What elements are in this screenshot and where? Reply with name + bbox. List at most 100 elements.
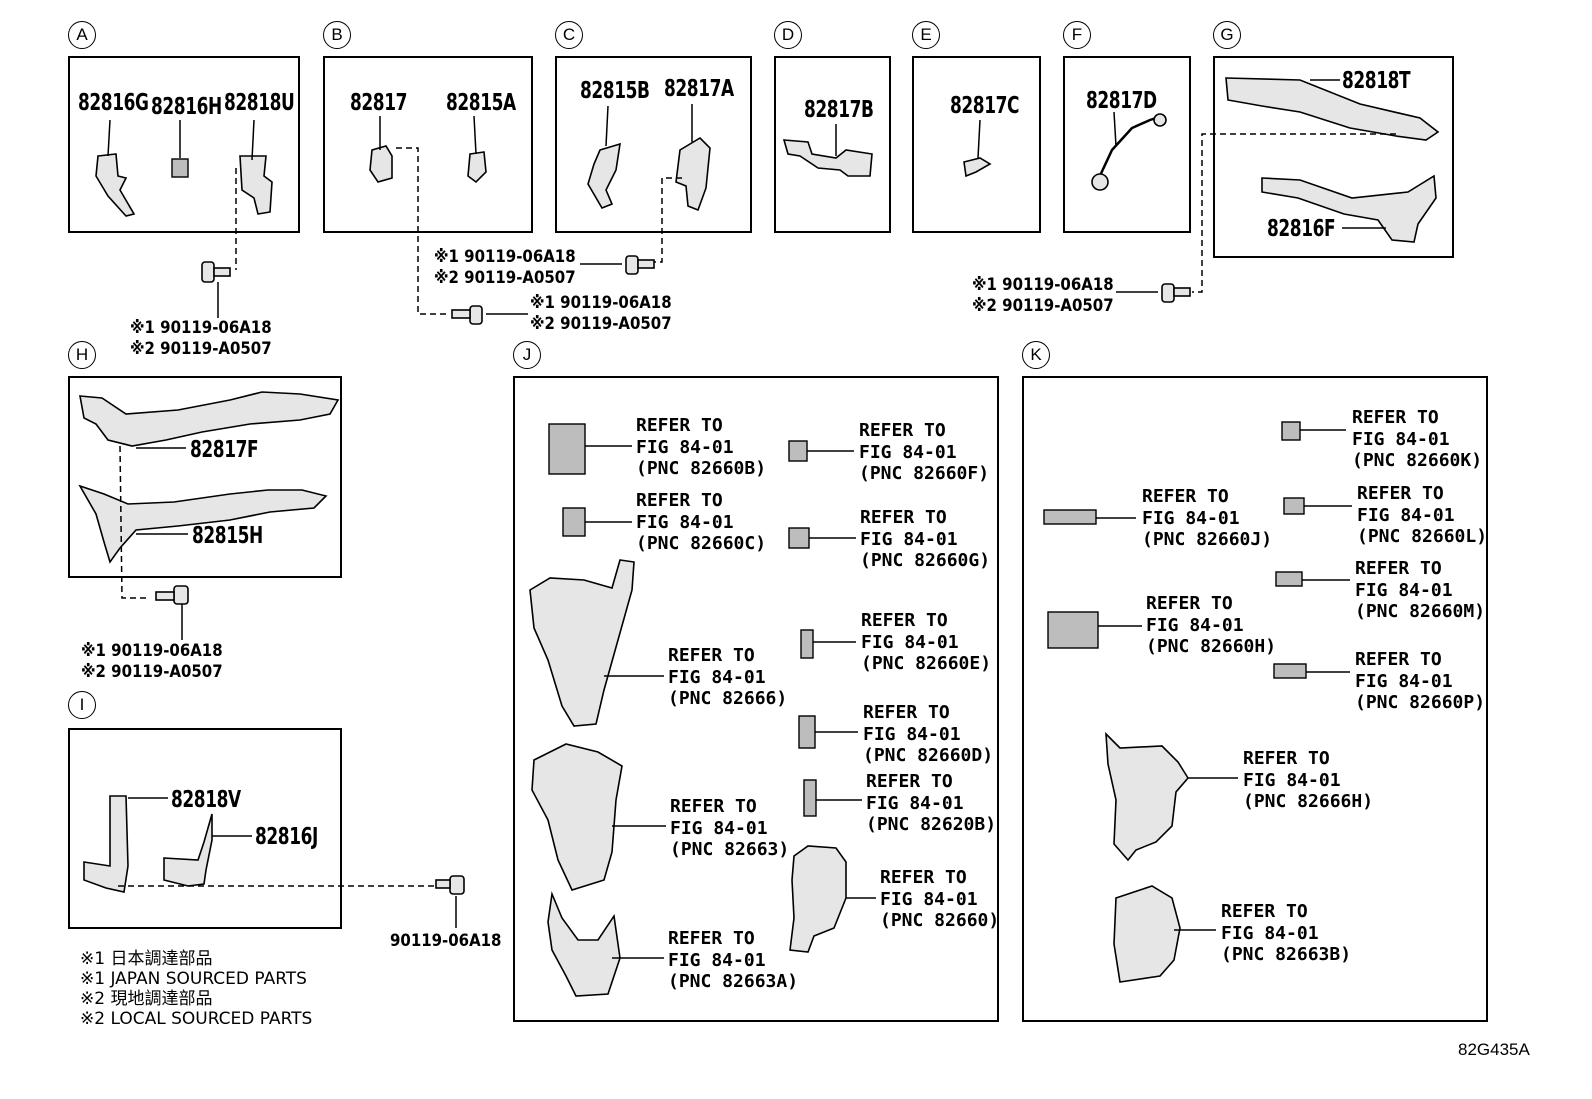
section-h-box — [68, 376, 342, 578]
ref-82660f: REFER TO FIG 84-01 (PNC 82660F) — [859, 420, 990, 484]
block-82663a-shape — [547, 891, 621, 997]
fuse-82660j-shape — [1043, 509, 1097, 525]
fuse-82660e-shape — [800, 629, 814, 659]
ref-82660d: REFER TO FIG 84-01 (PNC 82660D) — [863, 702, 994, 766]
block-82663b-shape — [1113, 885, 1181, 983]
bolt-i — [435, 875, 465, 895]
section-j-box — [513, 376, 999, 1022]
section-j-marker: J — [513, 341, 541, 369]
note-japan-sourced-en: ※1 JAPAN SOURCED PARTS — [80, 969, 307, 989]
ref-82660e: REFER TO FIG 84-01 (PNC 82660E) — [861, 610, 992, 674]
bolt-h — [155, 585, 189, 605]
ref-82663: REFER TO FIG 84-01 (PNC 82663) — [670, 796, 790, 860]
ref-82663a: REFER TO FIG 84-01 (PNC 82663A) — [668, 928, 799, 992]
relay-82660l-shape — [1283, 497, 1305, 515]
note-japan-sourced-jp: ※1 日本調達部品 — [80, 949, 213, 969]
bracket-82817b-shape — [782, 139, 873, 177]
fastener-callout-h: ※1 90119-06A18 ※2 90119-A0507 — [81, 641, 223, 682]
bolt-a — [201, 261, 231, 283]
member-82817f-shape — [79, 391, 340, 447]
part-number-82818v: 82818V — [171, 787, 241, 813]
ref-82660p: REFER TO FIG 84-01 (PNC 82660P) — [1355, 649, 1486, 713]
part-number-82815a: 82815A — [446, 90, 516, 116]
section-e-box — [912, 56, 1041, 233]
part-number-82816g: 82816G — [78, 90, 149, 116]
section-e-marker: E — [912, 21, 940, 49]
bracket-82815b-shape — [587, 142, 621, 209]
member-82818t-shape — [1225, 77, 1440, 141]
section-b-marker: B — [323, 21, 351, 49]
fastener-callout-c: ※1 90119-06A18 ※2 90119-A0507 — [434, 247, 576, 288]
bolt-b — [451, 305, 483, 325]
ref-82660h: REFER TO FIG 84-01 (PNC 82660H) — [1146, 593, 1277, 657]
section-b-box — [323, 56, 533, 233]
bracket-82816g-shape — [95, 153, 136, 217]
ref-82660m: REFER TO FIG 84-01 (PNC 82660M) — [1355, 558, 1486, 622]
part-number-82817d: 82817D — [1086, 88, 1157, 114]
part-number-82816h: 82816H — [151, 94, 222, 120]
section-d-box — [774, 56, 891, 233]
ref-82663b: REFER TO FIG 84-01 (PNC 82663B) — [1221, 901, 1352, 965]
part-number-82815b: 82815B — [580, 78, 650, 104]
relay-82660b-shape — [548, 423, 586, 475]
bracket-82815a-shape — [467, 151, 487, 184]
block-82663-shape — [531, 743, 623, 891]
part-number-82816f: 82816F — [1267, 216, 1336, 242]
section-f-box — [1063, 56, 1191, 233]
member-82816f-shape — [1261, 174, 1437, 243]
ref-82666: REFER TO FIG 84-01 (PNC 82666) — [668, 645, 788, 709]
section-a-marker: A — [68, 21, 96, 49]
part-number-82817b: 82817B — [804, 97, 874, 123]
note-local-sourced-jp: ※2 現地調達部品 — [80, 989, 213, 1009]
section-k-marker: K — [1022, 341, 1050, 369]
bracket-82818u-shape — [239, 155, 273, 215]
bolt-c — [625, 255, 655, 275]
section-k-box — [1022, 376, 1488, 1022]
part-number-82817a: 82817A — [664, 76, 734, 102]
ref-82666h: REFER TO FIG 84-01 (PNC 82666H) — [1243, 748, 1374, 812]
ref-82660b: REFER TO FIG 84-01 (PNC 82660B) — [636, 415, 767, 479]
illustration-code: 82G435A — [1458, 1040, 1530, 1059]
section-c-box — [555, 56, 752, 233]
relay-82660c-shape — [562, 507, 586, 537]
block-82660h-shape — [1047, 611, 1099, 649]
section-g-box — [1213, 56, 1454, 258]
section-d-marker: D — [774, 21, 802, 49]
fuse-82660d-shape — [798, 715, 816, 749]
block-82660-shape — [789, 845, 847, 953]
block-82666-shape — [529, 559, 635, 727]
member-82815h-shape — [78, 484, 328, 564]
relay-82660g-shape — [788, 527, 810, 549]
part-number-82817: 82817 — [350, 90, 407, 116]
part-number-82815h: 82815H — [192, 523, 263, 549]
bolt-g — [1161, 283, 1191, 303]
ref-82620b: REFER TO FIG 84-01 (PNC 82620B) — [866, 771, 997, 835]
note-local-sourced-en: ※2 LOCAL SOURCED PARTS — [80, 1009, 313, 1029]
bracket-82818v-shape — [83, 795, 129, 893]
section-c-marker: C — [555, 21, 583, 49]
ref-82660k: REFER TO FIG 84-01 (PNC 82660K) — [1352, 407, 1483, 471]
section-f-marker: F — [1063, 21, 1091, 49]
part-number-82817f: 82817F — [190, 437, 259, 463]
ref-82660j: REFER TO FIG 84-01 (PNC 82660J) — [1142, 486, 1273, 550]
ref-82660l: REFER TO FIG 84-01 (PNC 82660L) — [1357, 483, 1488, 547]
part-number-82816j: 82816J — [255, 824, 318, 850]
ref-82660g: REFER TO FIG 84-01 (PNC 82660G) — [860, 507, 991, 571]
bracket-82817-shape — [369, 145, 393, 183]
fuse-82660p-shape — [1273, 663, 1307, 679]
section-i-marker: I — [68, 691, 96, 719]
clip-82817c-shape — [963, 157, 992, 178]
block-82666h-shape — [1105, 731, 1189, 862]
fastener-callout-b: ※1 90119-06A18 ※2 90119-A0507 — [530, 293, 672, 334]
fastener-callout-i: 90119-06A18 — [390, 931, 502, 951]
fuse-82620b-shape — [803, 779, 817, 817]
section-i-box — [68, 728, 342, 929]
section-g-marker: G — [1213, 21, 1241, 49]
bracket-82816j-shape — [163, 813, 213, 887]
bracket-82817a-shape — [675, 136, 711, 212]
clip-82816h-shape — [171, 158, 189, 178]
part-number-82818t: 82818T — [1342, 68, 1411, 94]
sourcing-notes: ※1 日本調達部品 ※1 JAPAN SOURCED PARTS ※2 現地調達… — [80, 949, 312, 1029]
relay-82660k-shape — [1281, 421, 1301, 441]
